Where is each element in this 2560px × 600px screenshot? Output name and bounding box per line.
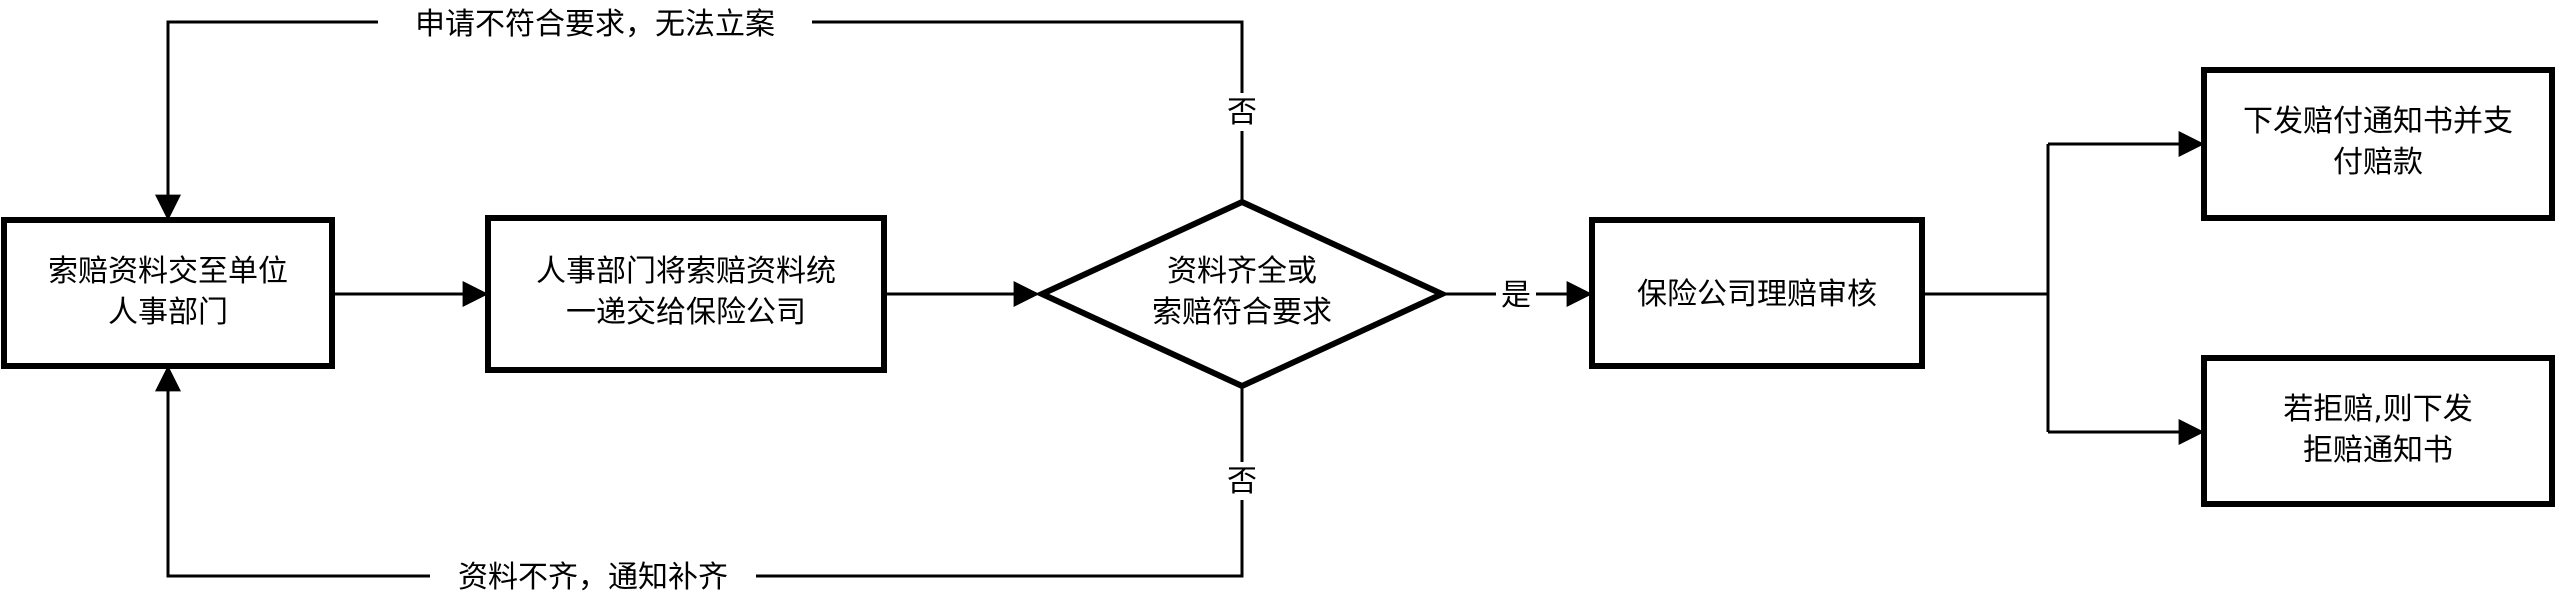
node-reject-line-2: 拒赔通知书	[2303, 433, 2453, 468]
node-pay-line-1: 下发赔付通知书并支	[2243, 104, 2513, 139]
node-review: 保险公司理赔审核	[1589, 217, 1925, 369]
node-pay-line-2: 付赔款	[2333, 145, 2423, 180]
node-review-line-1: 保险公司理赔审核	[1637, 277, 1877, 312]
top-branch-no-label: 否	[1227, 95, 1257, 130]
node-submit: 索赔资料交至单位 人事部门	[1, 217, 335, 369]
node-hr-line-1: 人事部门将索赔资料统	[536, 254, 836, 289]
node-hr-line-2: 一递交给保险公司	[566, 295, 806, 330]
node-submit-line-2: 人事部门	[108, 295, 228, 330]
node-check-line-1: 资料齐全或	[1167, 254, 1317, 289]
node-check-line-2: 索赔符合要求	[1152, 295, 1332, 330]
yes-label: 是	[1501, 278, 1531, 313]
node-hr: 人事部门将索赔资料统 一递交给保险公司	[485, 215, 887, 373]
bottom-branch-no-label: 否	[1227, 464, 1257, 499]
edge-bottom-loop	[155, 365, 1244, 578]
edge-top-loop	[155, 20, 1244, 221]
node-reject-line-1: 若拒赔,则下发	[2283, 392, 2473, 427]
bottom-loop-label: 资料不齐，通知补齐	[458, 560, 728, 595]
node-check: 资料齐全或 索赔符合要求	[1034, 198, 1450, 390]
node-submit-line-1: 索赔资料交至单位	[48, 254, 288, 289]
node-pay: 下发赔付通知书并支 付赔款	[2201, 67, 2555, 221]
node-reject: 若拒赔,则下发 拒赔通知书	[2201, 355, 2555, 507]
top-loop-label: 申请不符合要求，无法立案	[415, 7, 775, 42]
